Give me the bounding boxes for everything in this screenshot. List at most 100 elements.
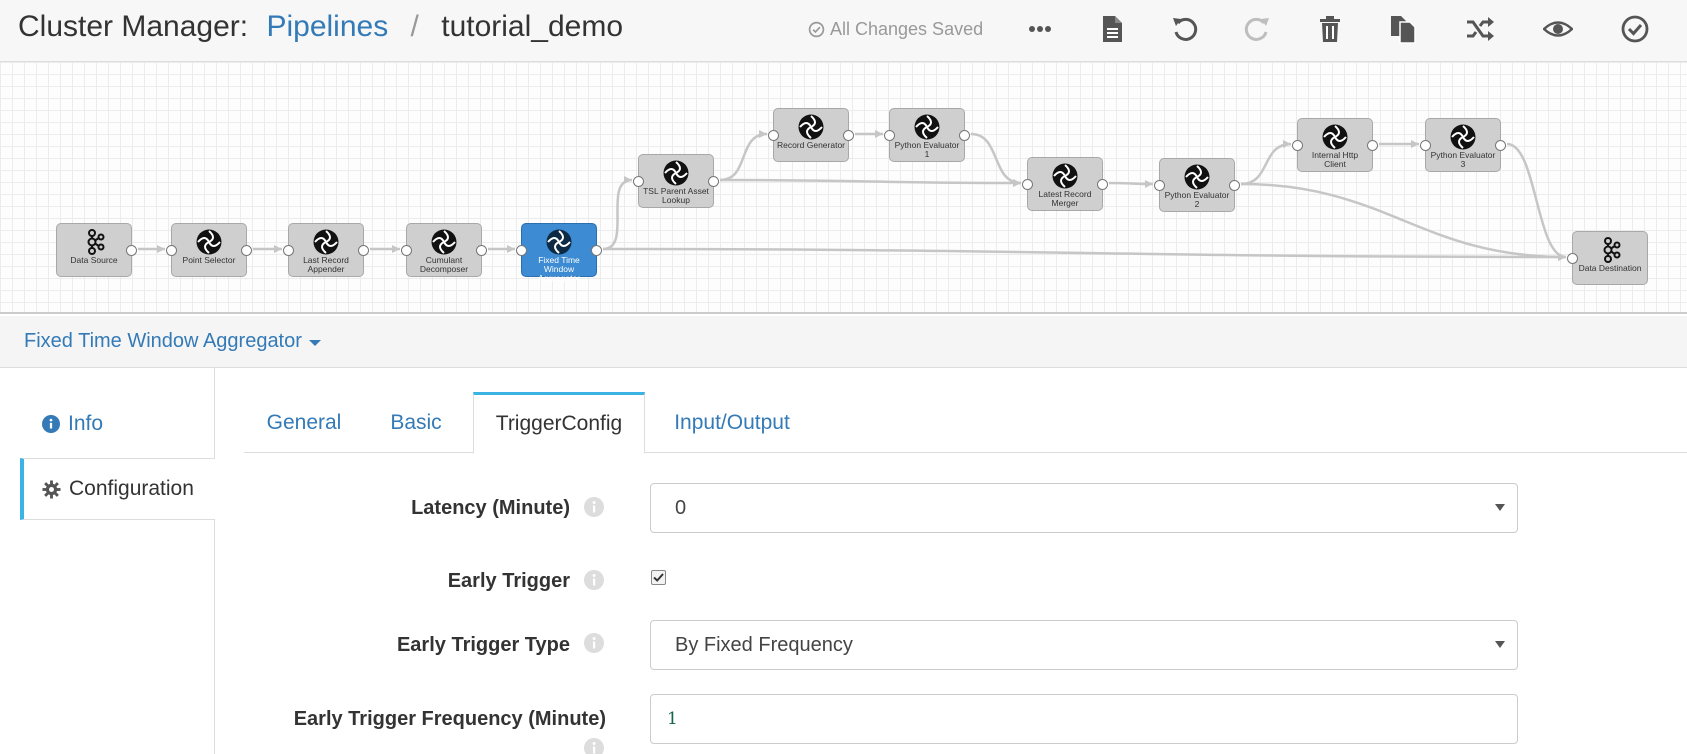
input-port[interactable] — [884, 130, 895, 141]
processor-icon — [431, 229, 457, 255]
shuffle-button[interactable] — [1458, 8, 1502, 50]
output-port[interactable] — [1495, 140, 1506, 151]
pipeline-edges — [137, 130, 1567, 261]
early-trigger-frequency-input[interactable]: 1 — [650, 694, 1518, 744]
pipeline-node-label: Python Evaluator 2 — [1164, 190, 1230, 209]
early-trigger-frequency-value: 1 — [667, 709, 678, 729]
input-port[interactable] — [633, 176, 644, 187]
input-port[interactable] — [516, 245, 527, 256]
output-port[interactable] — [241, 245, 252, 256]
output-port[interactable] — [843, 130, 854, 141]
tab-input-output[interactable]: Input/Output — [674, 410, 790, 434]
pipeline-node[interactable]: Fixed Time Window Aggregator — [516, 223, 602, 283]
pipeline-edge[interactable] — [602, 178, 633, 251]
validate-button[interactable] — [1613, 8, 1657, 50]
input-port[interactable] — [401, 245, 412, 256]
output-port[interactable] — [476, 245, 487, 256]
edge-arrow-icon — [1558, 253, 1566, 261]
redo-button[interactable] — [1235, 8, 1279, 50]
pipeline-node-label: TSL Parent Asset Lookup — [643, 186, 709, 205]
check-circle-icon — [1621, 15, 1649, 43]
input-port[interactable] — [768, 130, 779, 141]
output-port[interactable] — [1097, 179, 1108, 190]
input-port[interactable] — [1154, 180, 1165, 191]
copy-icon — [1391, 16, 1416, 44]
undo-button[interactable] — [1163, 8, 1207, 50]
save-status: All Changes Saved — [808, 19, 983, 40]
copy-button[interactable] — [1381, 8, 1425, 50]
pipeline-node[interactable]: Point Selector — [166, 223, 252, 277]
shuffle-icon — [1467, 17, 1494, 41]
stage-selector[interactable]: Fixed Time Window Aggregator — [24, 330, 321, 353]
info-icon[interactable] — [583, 496, 605, 518]
pipeline-node[interactable]: Python Evaluator 1 — [884, 108, 970, 162]
pipeline-node[interactable]: Data Source — [56, 223, 137, 277]
processor-icon — [914, 114, 940, 140]
early-trigger-label: Early Trigger — [447, 570, 570, 592]
latency-select-value: 0 — [675, 496, 687, 519]
input-port[interactable] — [1420, 140, 1431, 151]
latency-select[interactable]: 0 — [650, 483, 1518, 533]
pipelines-link[interactable]: Pipelines — [266, 10, 389, 43]
pipeline-node[interactable]: Data Destination — [1567, 231, 1648, 285]
pipeline-node[interactable]: Python Evaluator 2 — [1154, 158, 1240, 212]
processor-icon — [196, 229, 222, 255]
input-port[interactable] — [283, 245, 294, 256]
output-port[interactable] — [126, 245, 137, 256]
tab-triggerconfig[interactable]: TriggerConfig — [473, 392, 645, 454]
pipeline-node-label: Python Evaluator 3 — [1430, 150, 1496, 169]
tab-general[interactable]: General — [266, 410, 342, 434]
pipeline-node[interactable]: Last Record Appender — [283, 223, 369, 277]
pipeline-edge[interactable] — [1240, 142, 1292, 186]
pipeline-node-label: Last Record Appender — [303, 255, 349, 274]
tab-basic[interactable]: Basic — [390, 410, 442, 434]
delete-button[interactable] — [1308, 8, 1352, 50]
preview-button[interactable] — [1536, 8, 1580, 50]
edge-arrow-icon — [274, 245, 282, 253]
pipeline-canvas[interactable]: Data Source Point Selector Last Record A… — [0, 62, 1687, 314]
sidebar-item-configuration[interactable]: Configuration — [20, 458, 215, 520]
output-port[interactable] — [708, 176, 719, 187]
edge-arrow-icon — [157, 245, 165, 253]
output-port[interactable] — [1229, 180, 1240, 191]
pipeline-edge[interactable] — [719, 132, 768, 182]
edge-arrow-icon — [392, 245, 400, 253]
pipeline-node[interactable]: TSL Parent Asset Lookup — [633, 154, 719, 208]
eye-icon — [1543, 21, 1573, 37]
edge-arrow-icon — [1411, 140, 1419, 148]
pipeline-edge[interactable] — [1240, 182, 1567, 259]
pipeline-node[interactable]: Cumulant Decomposer — [401, 223, 487, 277]
output-port[interactable] — [591, 245, 602, 256]
pipeline-node[interactable]: Python Evaluator 3 — [1420, 118, 1506, 172]
pipeline-node[interactable]: Internal Http Client — [1292, 118, 1378, 172]
early-trigger-type-select[interactable]: By Fixed Frequency — [650, 620, 1518, 670]
input-port[interactable] — [1567, 253, 1578, 264]
output-port[interactable] — [959, 130, 970, 141]
processor-icon — [313, 229, 339, 255]
input-port[interactable] — [1292, 140, 1303, 151]
pipeline-edge[interactable] — [719, 178, 1022, 185]
more-actions-button[interactable] — [1018, 8, 1062, 50]
output-port[interactable] — [358, 245, 369, 256]
document-button[interactable] — [1090, 8, 1134, 50]
pipeline-edge[interactable] — [970, 132, 1022, 185]
app-title: Cluster Manager: — [18, 10, 249, 43]
processor-icon — [798, 114, 824, 140]
sidebar-item-info[interactable]: Info — [20, 393, 215, 455]
info-icon[interactable] — [583, 569, 605, 591]
select-arrow-icon — [1495, 641, 1505, 648]
early-trigger-checkbox[interactable] — [651, 570, 666, 585]
sidebar-item-label: Info — [68, 412, 104, 435]
check-circle-icon — [808, 21, 825, 38]
output-port[interactable] — [1367, 140, 1378, 151]
pipeline-node[interactable]: Latest Record Merger — [1022, 157, 1108, 211]
pipeline-node-label: Record Generator — [776, 140, 846, 150]
pipeline-edge[interactable] — [602, 247, 1567, 259]
input-port[interactable] — [1022, 179, 1033, 190]
processor-icon — [663, 160, 689, 186]
pipeline-node[interactable]: Record Generator — [768, 108, 854, 162]
input-port[interactable] — [166, 245, 177, 256]
info-icon[interactable] — [583, 632, 605, 654]
info-icon[interactable] — [583, 737, 605, 754]
pipeline-edge[interactable] — [1506, 142, 1567, 259]
